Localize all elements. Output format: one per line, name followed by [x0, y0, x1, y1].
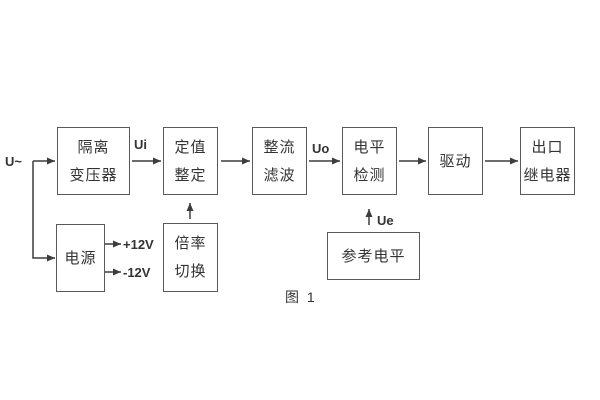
block-ratio-switch-line1: 倍率	[174, 235, 207, 252]
block-rectifier-filter-line2: 滤波	[263, 166, 296, 184]
block-rectifier-filter-line1: 整流	[263, 138, 296, 156]
block-ratio-switch: 倍率 切换	[163, 223, 218, 292]
block-driver: 驱动	[428, 127, 483, 195]
block-level-detector-line2: 检测	[353, 166, 386, 184]
block-driver-label: 驱动	[439, 152, 472, 170]
label-input-voltage: U~	[5, 154, 22, 169]
block-output-relay-line1: 出口	[531, 138, 564, 156]
block-isolation-transformer: 隔离 变压器	[57, 127, 130, 195]
label-plus-12v: +12V	[123, 237, 154, 252]
block-power-supply-label: 电源	[64, 249, 97, 267]
block-level-detector-line1: 电平	[353, 138, 386, 156]
block-ratio-switch-line2: 切换	[174, 263, 207, 280]
block-rectifier-filter: 整流 滤波	[252, 127, 307, 195]
block-value-setting-line2: 整定	[174, 166, 207, 184]
block-output-relay-line2: 继电器	[523, 166, 572, 184]
block-level-detector: 电平 检测	[342, 127, 397, 195]
block-value-setting-line1: 定值	[174, 138, 207, 156]
block-output-relay: 出口 继电器	[520, 127, 575, 195]
block-reference-level-label: 参考电平	[341, 247, 406, 265]
figure-caption: 图 1	[285, 289, 317, 305]
block-isolation-transformer-line1: 隔离	[77, 138, 110, 156]
label-minus-12v: -12V	[123, 265, 151, 280]
label-ui: Ui	[134, 137, 147, 152]
block-power-supply: 电源	[56, 224, 105, 292]
block-isolation-transformer-line2: 变压器	[69, 166, 118, 184]
label-uo: Uo	[312, 141, 330, 156]
block-reference-level: 参考电平	[327, 232, 420, 280]
label-ue: Ue	[377, 213, 394, 228]
arrow-input-to-power-supply	[32, 161, 55, 262]
block-value-setting: 定值 整定	[163, 127, 218, 195]
